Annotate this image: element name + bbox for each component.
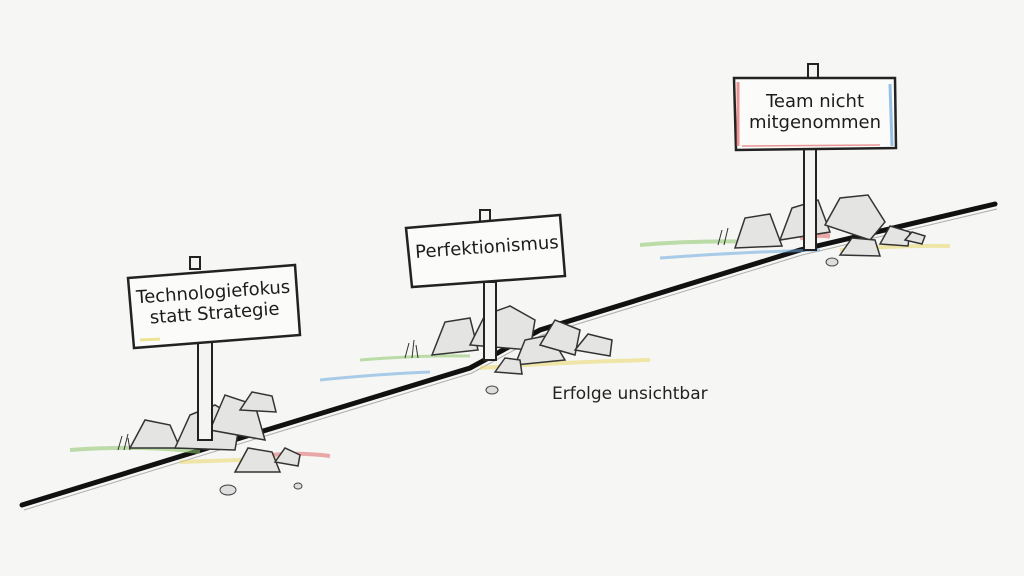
pebbles — [219, 257, 839, 496]
rocks-right — [733, 194, 926, 257]
grass-tufts — [117, 227, 729, 451]
sign-3-label: Team nicht mitgenommen — [740, 91, 890, 133]
sign-3-line1: Team nicht — [765, 91, 865, 112]
sign-board-accents — [139, 82, 894, 342]
annotation-text: Erfolge unsichtbar — [552, 384, 708, 404]
sign-3-line2: mitgenommen — [748, 111, 882, 133]
sign-posts — [189, 63, 819, 441]
sign-boards — [126, 76, 898, 350]
